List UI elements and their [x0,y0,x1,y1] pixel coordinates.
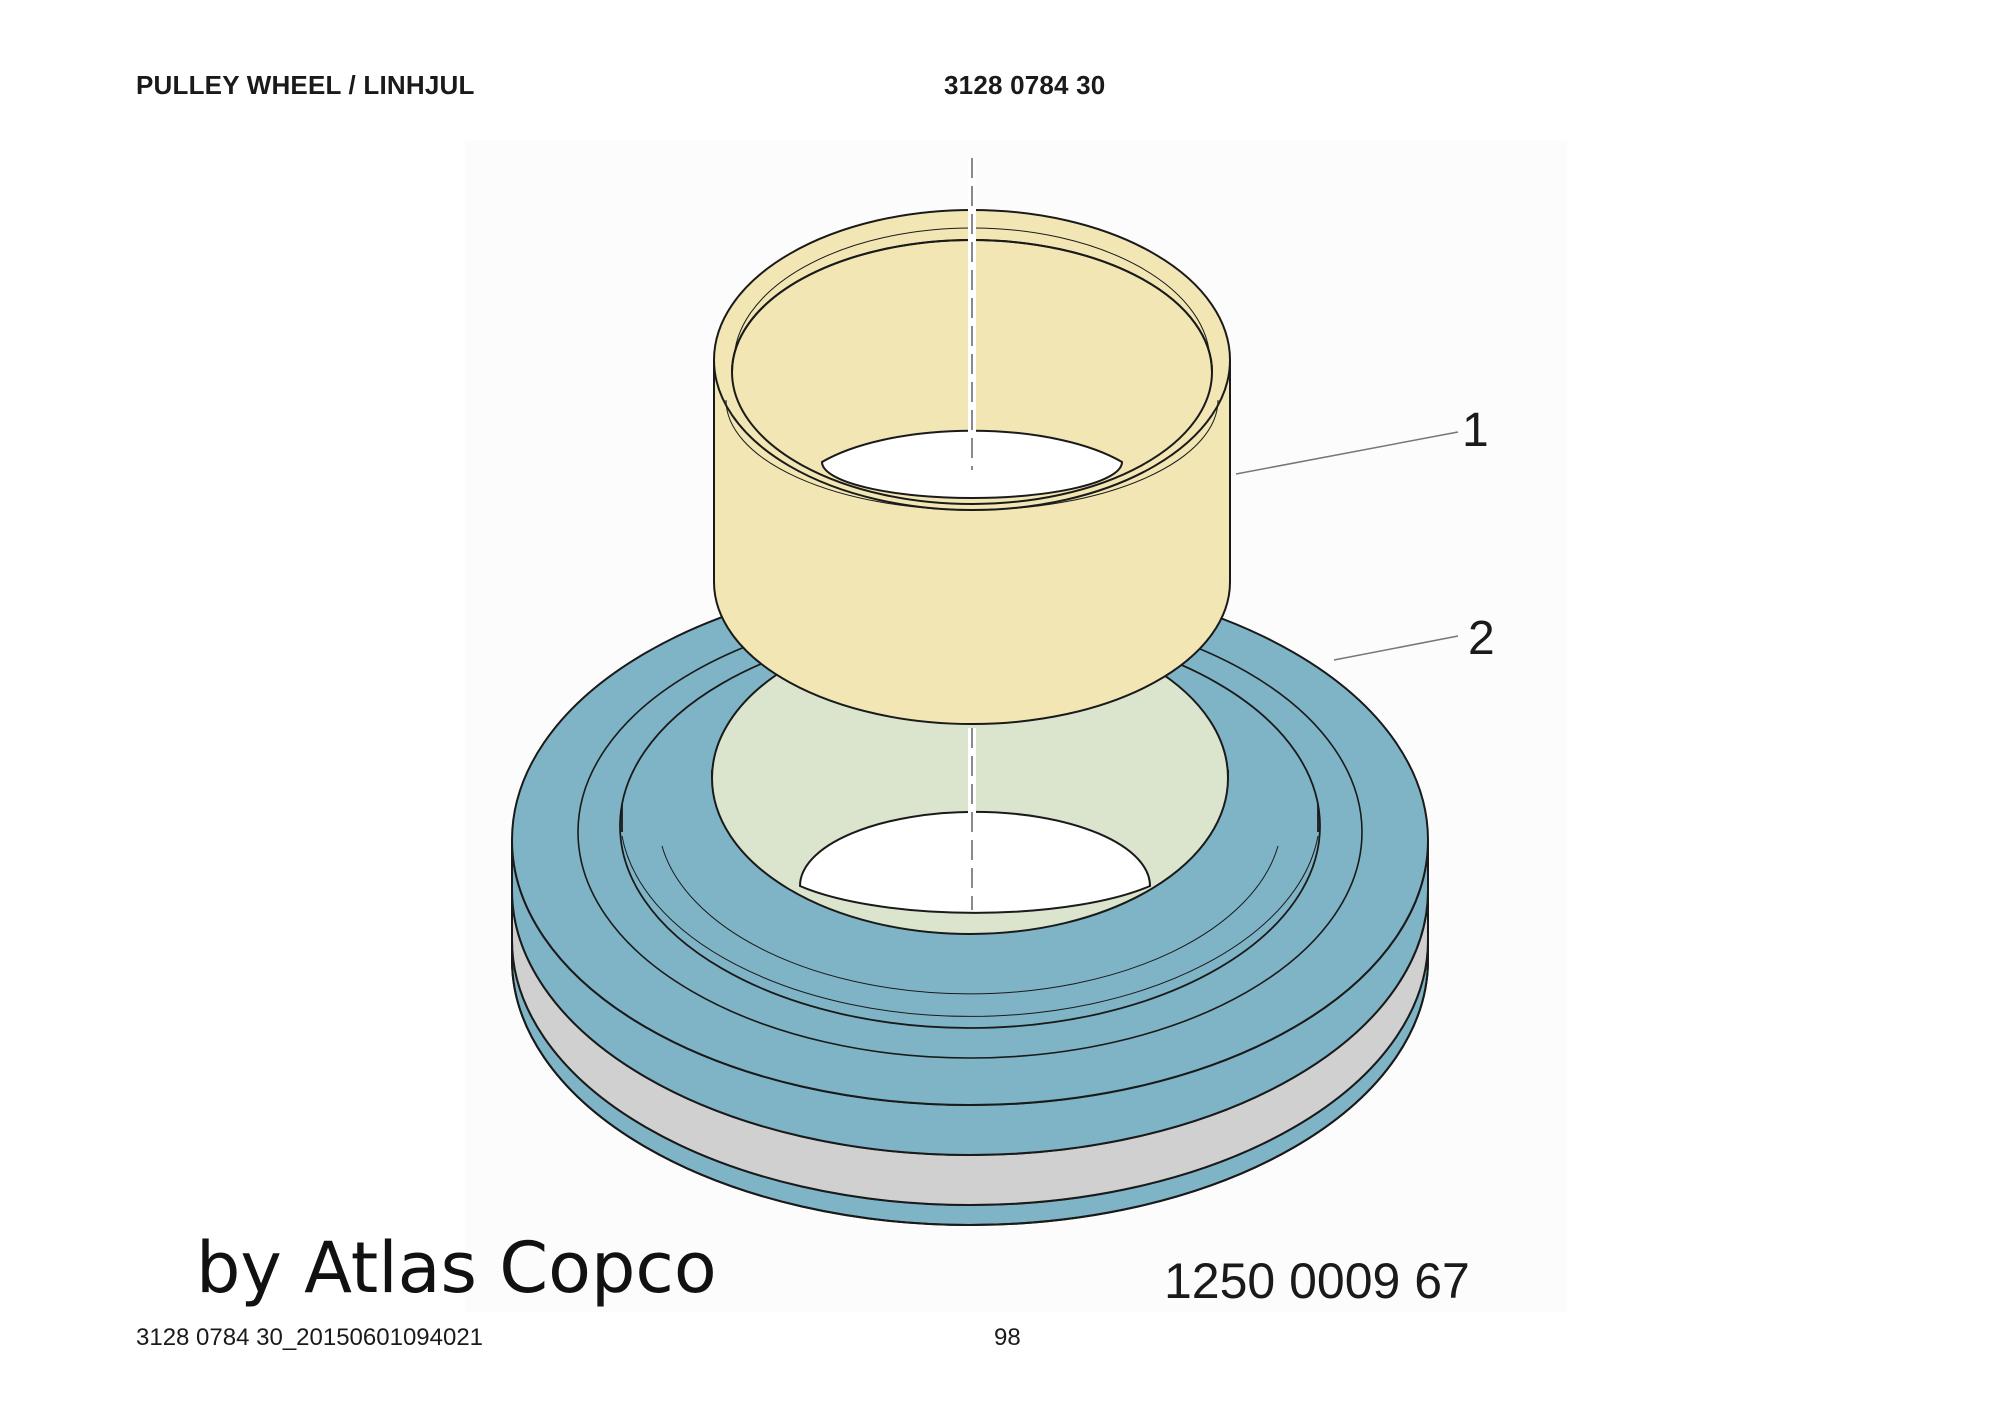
atlas-copco-watermark: by Atlas Copco [196,1227,717,1309]
callout-1-leader [1235,431,1459,475]
page-number: 98 [994,1324,1021,1351]
callout-2-label: 2 [1468,612,1495,665]
document-number: 3128 0784 30 [944,70,1106,100]
callout-2-leader [1333,635,1459,661]
drawing-part-number: 1250 0009 67 [1164,1253,1470,1309]
callout-1-label: 1 [1462,404,1489,457]
document-title: PULLEY WHEEL / LINHJUL [136,70,475,100]
bushing [713,209,1231,725]
footer-file-id: 3128 0784 30_20150601094021 [136,1324,484,1351]
